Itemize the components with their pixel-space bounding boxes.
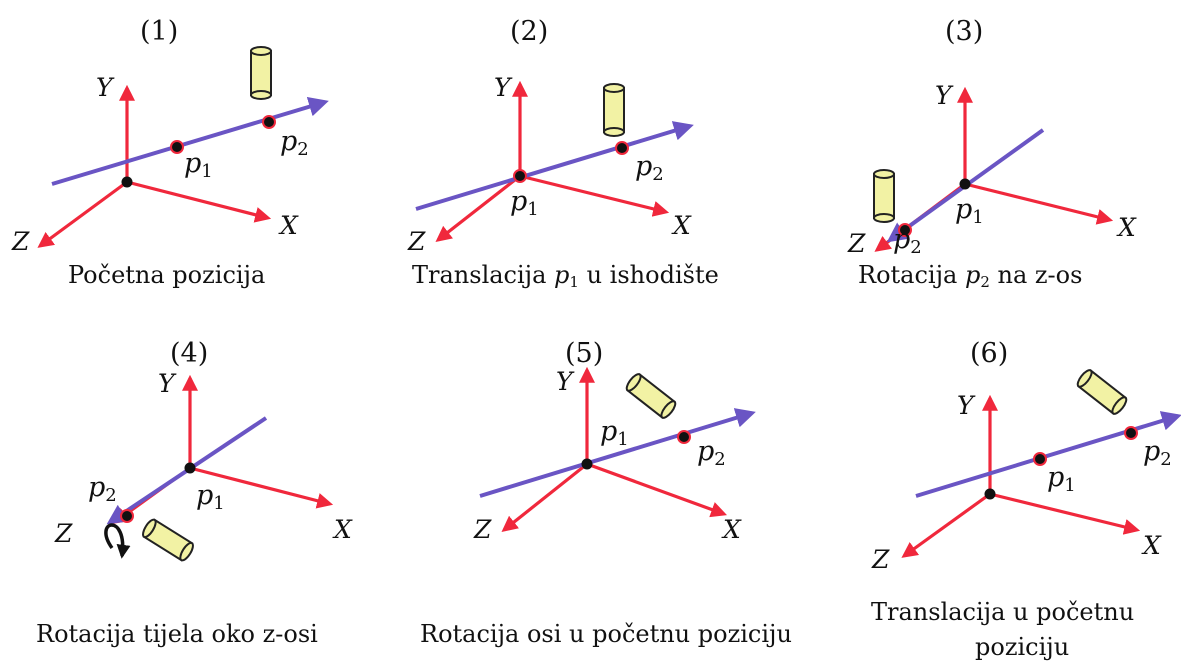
cylinder-object bbox=[250, 46, 272, 100]
p2-label: p2 bbox=[88, 472, 117, 506]
cylinder-object bbox=[1076, 369, 1128, 415]
x-axis-label: X bbox=[332, 515, 353, 544]
panel-4-number: (4) bbox=[170, 338, 208, 369]
panel-3: (3) Y X Z p1 p2 Rotacija p2 na z-os bbox=[847, 16, 1137, 291]
p1-label: p1 bbox=[196, 480, 225, 514]
panel-2: (2) Y X Z p1 p2 Translacija p1 u ishodiš… bbox=[407, 16, 719, 291]
z-axis-label: Z bbox=[11, 227, 30, 256]
point-p2 bbox=[120, 509, 134, 523]
panel-6-number: (6) bbox=[970, 338, 1008, 369]
z-axis-label: Z bbox=[847, 229, 866, 258]
x-axis bbox=[189, 466, 334, 509]
p1-label: p1 bbox=[1047, 462, 1076, 496]
z-axis-label: Z bbox=[473, 515, 492, 544]
x-axis-label: X bbox=[721, 515, 742, 544]
x-axis bbox=[989, 492, 1141, 535]
point-p1 bbox=[959, 178, 971, 190]
x-axis bbox=[964, 182, 1114, 225]
panel-5-number: (5) bbox=[565, 338, 603, 369]
z-axis-label: Z bbox=[407, 227, 426, 256]
y-axis-label: Y bbox=[494, 73, 513, 102]
p2-label: p2 bbox=[635, 151, 664, 185]
p2-label: p2 bbox=[1143, 436, 1172, 470]
x-axis-label: X bbox=[671, 211, 692, 240]
panel-5: (5) Y X Z p1 p2 Rotacija osi u početnu p… bbox=[420, 338, 792, 648]
cylinder-object bbox=[873, 169, 895, 223]
rotation-axis-line bbox=[415, 121, 694, 211]
x-axis bbox=[126, 180, 272, 223]
x-axis-label: X bbox=[1116, 213, 1137, 242]
y-axis-label: Y bbox=[158, 369, 177, 398]
point-p2 bbox=[1124, 426, 1138, 440]
p1-label: p1 bbox=[955, 194, 984, 228]
panel-4-caption: Rotacija tijela oko z-osi bbox=[36, 620, 318, 648]
p2-label: p2 bbox=[280, 126, 309, 160]
panel-1: (1) Y X Z p1 p2 Početna pozicija bbox=[11, 16, 329, 289]
rotation-axis-line bbox=[479, 408, 756, 498]
z-axis bbox=[435, 174, 521, 242]
z-axis bbox=[501, 462, 588, 532]
cylinder-object bbox=[142, 518, 194, 562]
panel-6-caption-line2: poziciju bbox=[975, 633, 1069, 661]
panel-1-number: (1) bbox=[140, 16, 178, 47]
panel-1-caption: Početna pozicija bbox=[68, 261, 265, 289]
point-p2 bbox=[677, 430, 691, 444]
x-axis-label: X bbox=[278, 211, 299, 240]
panel-3-caption: Rotacija p2 na z-os bbox=[858, 261, 1082, 291]
z-axis-label: Z bbox=[871, 545, 890, 574]
point-p1 bbox=[1033, 452, 1047, 466]
p1-label: p1 bbox=[600, 416, 629, 450]
panel-6-caption-line1: Translacija u početnu bbox=[871, 598, 1134, 626]
y-axis-label: Y bbox=[957, 391, 976, 420]
point-p2 bbox=[898, 223, 912, 237]
y-axis-label: Y bbox=[935, 81, 954, 110]
panel-6: (6) Y X Z p1 p2 Translacija u početnu po… bbox=[871, 338, 1181, 661]
point-p1 bbox=[581, 458, 593, 470]
point-p1 bbox=[184, 462, 196, 474]
point-p1 bbox=[513, 169, 527, 183]
z-axis-label: Z bbox=[54, 519, 73, 548]
origin-point bbox=[121, 176, 133, 188]
panel-2-caption: Translacija p1 u ishodište bbox=[412, 261, 719, 291]
point-p2 bbox=[615, 141, 629, 155]
p1-label: p1 bbox=[184, 148, 213, 182]
x-axis bbox=[519, 174, 670, 217]
rotation-arrow-icon bbox=[104, 523, 131, 559]
p2-label: p2 bbox=[893, 224, 922, 258]
x-axis bbox=[586, 462, 728, 518]
point-p2 bbox=[262, 115, 276, 129]
y-axis-label: Y bbox=[96, 73, 115, 102]
panel-5-caption: Rotacija osi u početnu poziciju bbox=[420, 620, 792, 648]
panel-2-number: (2) bbox=[510, 16, 548, 47]
panel-4: (4) Y X Z p1 p2 Rotacija tijela oko z-os… bbox=[36, 338, 353, 648]
y-axis-label: Y bbox=[556, 367, 575, 396]
z-axis bbox=[901, 492, 991, 558]
x-axis-label: X bbox=[1141, 531, 1162, 560]
rotation-axis-line bbox=[51, 97, 329, 186]
cylinder-object bbox=[625, 373, 677, 419]
origin-point bbox=[984, 488, 996, 500]
point-p1 bbox=[170, 140, 184, 154]
p1-label: p1 bbox=[510, 186, 539, 220]
cylinder-object bbox=[603, 83, 625, 137]
panel-3-number: (3) bbox=[945, 16, 983, 47]
z-axis bbox=[37, 180, 128, 248]
p2-label: p2 bbox=[697, 436, 726, 470]
